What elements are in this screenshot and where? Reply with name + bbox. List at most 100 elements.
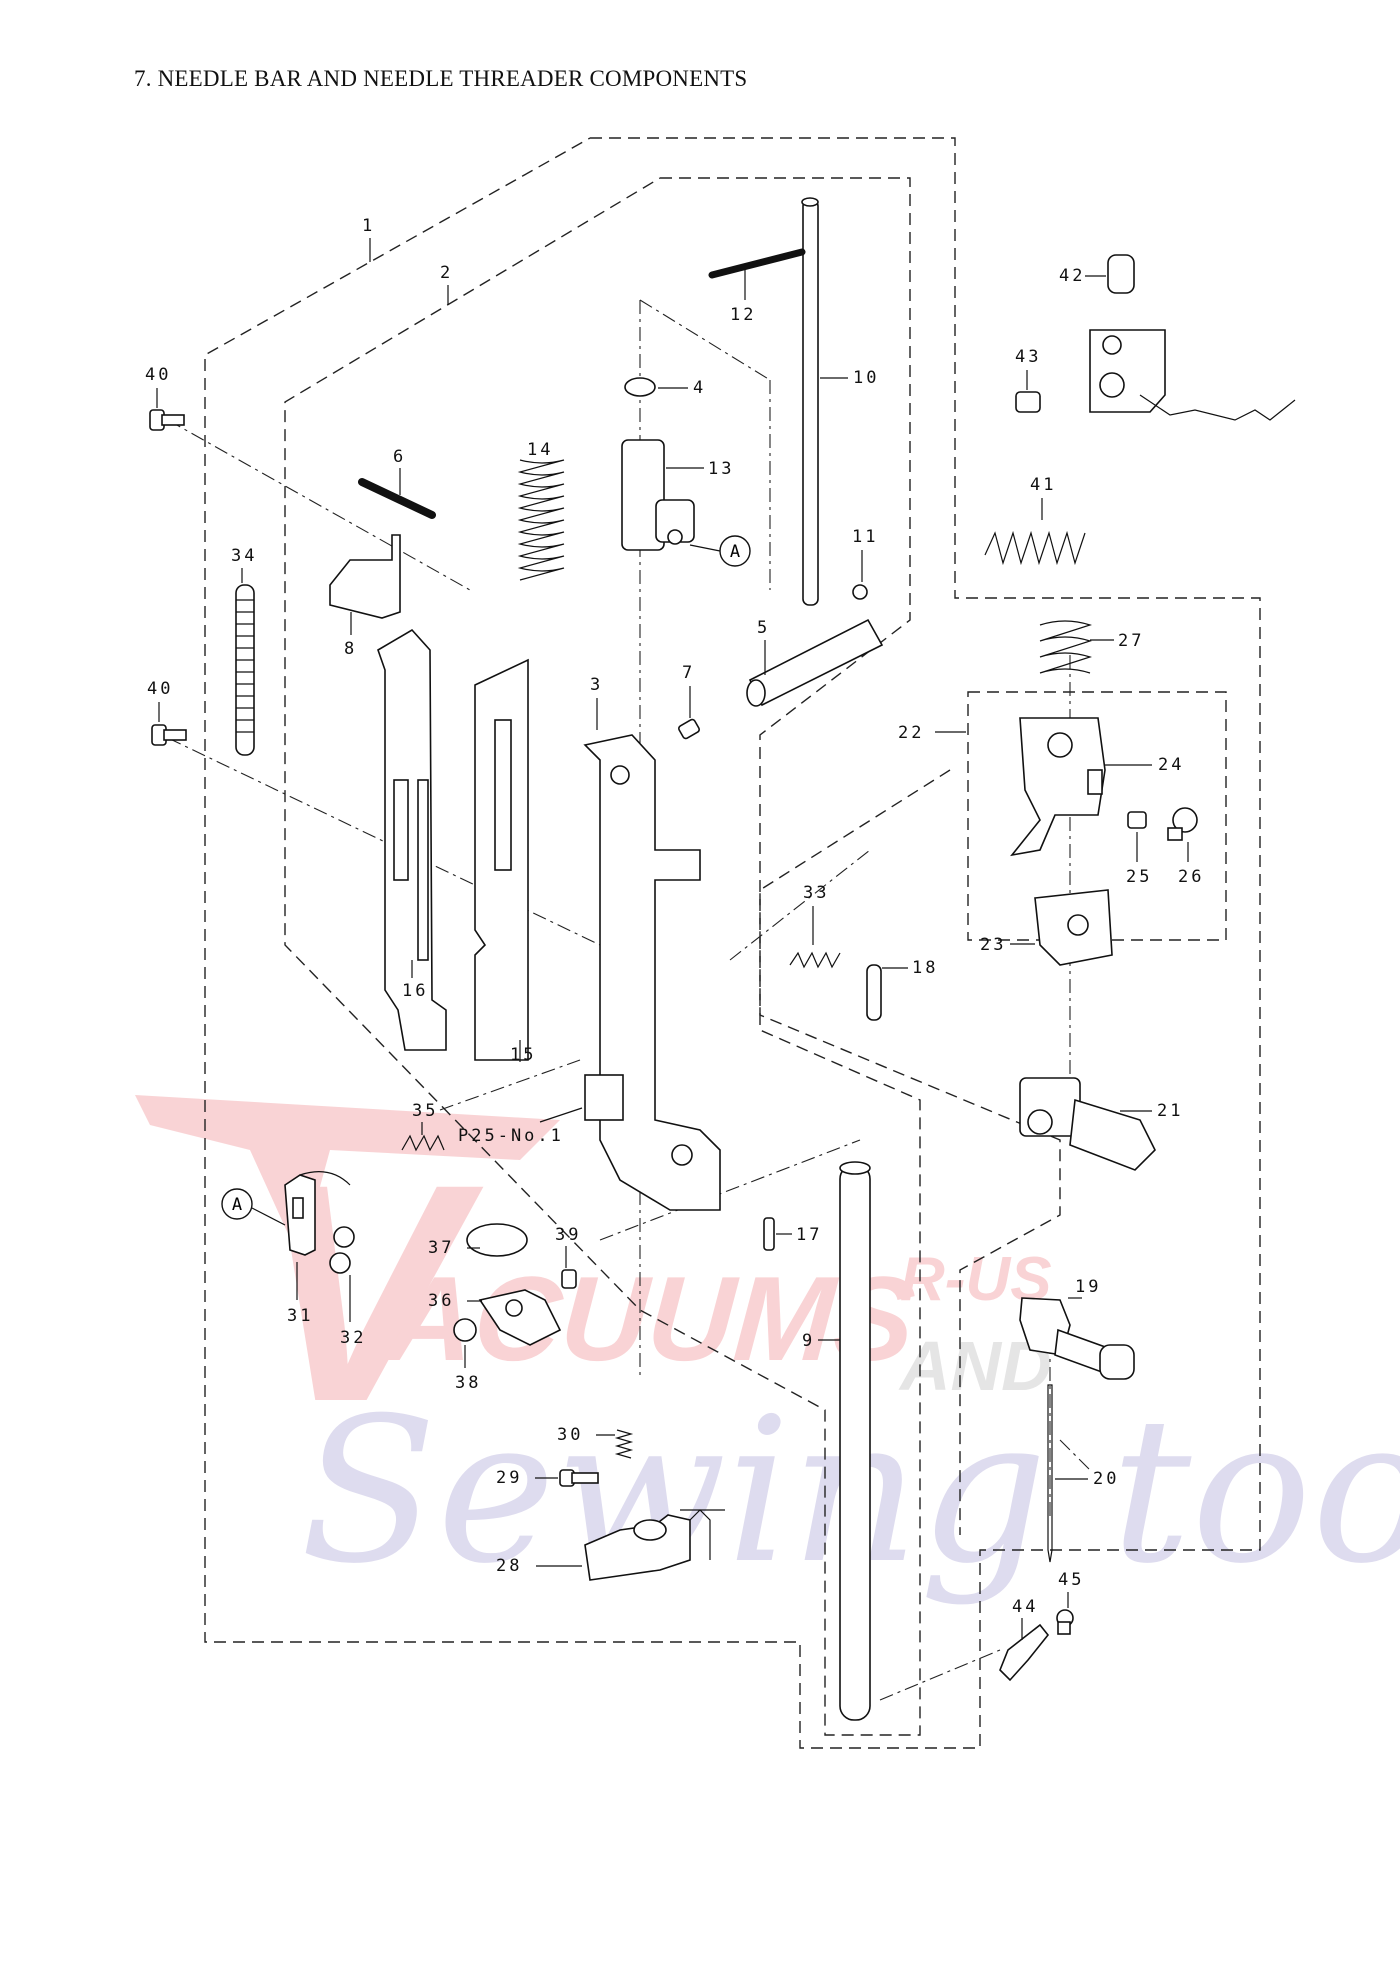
part-4-washer [624, 377, 656, 397]
part-9-needle-bar [839, 1161, 871, 1721]
part-31-bracket [284, 1171, 351, 1256]
part-26-screw [1167, 807, 1198, 841]
part-32-screws [329, 1226, 355, 1274]
label-13: 13 [708, 459, 734, 479]
label-10: 10 [853, 368, 879, 388]
label-12: 12 [730, 305, 756, 325]
label-40b: 40 [147, 679, 173, 699]
label-40a: 40 [145, 365, 171, 385]
part-21-needle-clamp [1019, 1077, 1156, 1171]
part-19-needle-clamp [1019, 1297, 1135, 1380]
part-6-pin [358, 478, 436, 519]
label-42: 42 [1059, 266, 1085, 286]
part-39-screw [561, 1269, 577, 1289]
part-3-needle-bar-frame [583, 734, 721, 1211]
part-12-pin [708, 248, 806, 279]
part-37-washer [466, 1223, 528, 1257]
part-10-shaft [801, 197, 819, 606]
part-35-spring [401, 1134, 445, 1152]
label-28: 28 [496, 1556, 522, 1576]
label-22: 22 [898, 723, 924, 743]
label-20: 20 [1093, 1469, 1119, 1489]
label-37: 37 [428, 1238, 454, 1258]
label-32: 32 [340, 1328, 366, 1348]
label-11: 11 [852, 527, 878, 547]
part-28-lever [584, 1509, 725, 1581]
callout-a-top: A [689, 535, 751, 567]
label-45: 45 [1058, 1570, 1084, 1590]
label-1: 1 [362, 216, 375, 236]
label-38: 38 [455, 1373, 481, 1393]
label-30: 30 [557, 1425, 583, 1445]
label-31: 31 [287, 1306, 313, 1326]
part-16-threader-plate [377, 628, 447, 1051]
part-13-clamp [621, 439, 695, 551]
part-38-screw [453, 1318, 477, 1342]
part-33-spring [789, 951, 841, 969]
part-20-needle [1047, 1384, 1053, 1563]
part-34-spring [235, 584, 255, 756]
part-42-pin [1107, 254, 1135, 294]
label-27: 27 [1118, 631, 1144, 651]
outline-2 [284, 177, 921, 1736]
outline-needle-holder [759, 769, 1061, 1535]
label-33: 33 [803, 883, 829, 903]
label-14: 14 [527, 440, 553, 460]
label-24: 24 [1158, 755, 1184, 775]
part-7-screw [678, 718, 700, 740]
svg-text:A: A [730, 542, 740, 562]
label-25: 25 [1126, 867, 1152, 887]
label-5: 5 [757, 618, 770, 638]
label-16: 16 [402, 981, 428, 1001]
part-5-shaft [746, 618, 884, 707]
part-18-pin [866, 964, 882, 1021]
label-39: 39 [555, 1225, 581, 1245]
label-3: 3 [590, 675, 603, 695]
part-41-spring [984, 530, 1086, 566]
callout-a-bottom: A [221, 1188, 286, 1226]
label-21: 21 [1157, 1101, 1183, 1121]
page-title: 7. NEEDLE BAR AND NEEDLE THREADER COMPON… [134, 66, 748, 91]
watermark-word: ACUUMS [380, 1252, 919, 1386]
svg-text:A: A [232, 1195, 242, 1215]
part-holder-block [1089, 329, 1296, 421]
part-labels: 1 2 3 4 5 6 7 8 9 10 11 12 13 14 15 16 1… [145, 216, 1201, 1640]
part-30-spring [614, 1429, 634, 1459]
label-34: 34 [231, 546, 257, 566]
label-15: 15 [510, 1045, 536, 1065]
part-29-screw [559, 1469, 599, 1487]
reference-leader [539, 1107, 583, 1123]
part-8-bracket [329, 534, 401, 619]
watermark-v: V [255, 1119, 488, 1466]
label-41: 41 [1030, 475, 1056, 495]
part-23-block [1034, 889, 1113, 966]
part-40-screw-b [151, 724, 187, 746]
label-35: 35 [412, 1101, 438, 1121]
label-6: 6 [393, 447, 406, 467]
part-17-pin [763, 1217, 775, 1251]
label-17: 17 [796, 1225, 822, 1245]
part-11-clip [852, 584, 868, 600]
label-36: 36 [428, 1291, 454, 1311]
part-40-screw-a [149, 409, 185, 431]
part-43-screw [1015, 391, 1041, 413]
label-7: 7 [682, 663, 695, 683]
label-4: 4 [693, 378, 706, 398]
part-15-plate [474, 658, 529, 1061]
part-25-screw [1127, 811, 1147, 829]
label-8: 8 [344, 639, 357, 659]
label-23: 23 [980, 935, 1006, 955]
label-19: 19 [1075, 1277, 1101, 1297]
part-27-spring [1039, 620, 1092, 674]
outline-1 [204, 137, 1261, 1749]
label-43: 43 [1015, 347, 1041, 367]
label-2: 2 [440, 263, 453, 283]
part-36-clamp [478, 1289, 562, 1346]
reference-label: P25-No.1 [458, 1126, 564, 1146]
label-29: 29 [496, 1468, 522, 1488]
label-18: 18 [912, 958, 938, 978]
part-44-bracket [999, 1623, 1050, 1682]
part-45-screw [1056, 1609, 1074, 1635]
part-14-spring [517, 459, 565, 581]
